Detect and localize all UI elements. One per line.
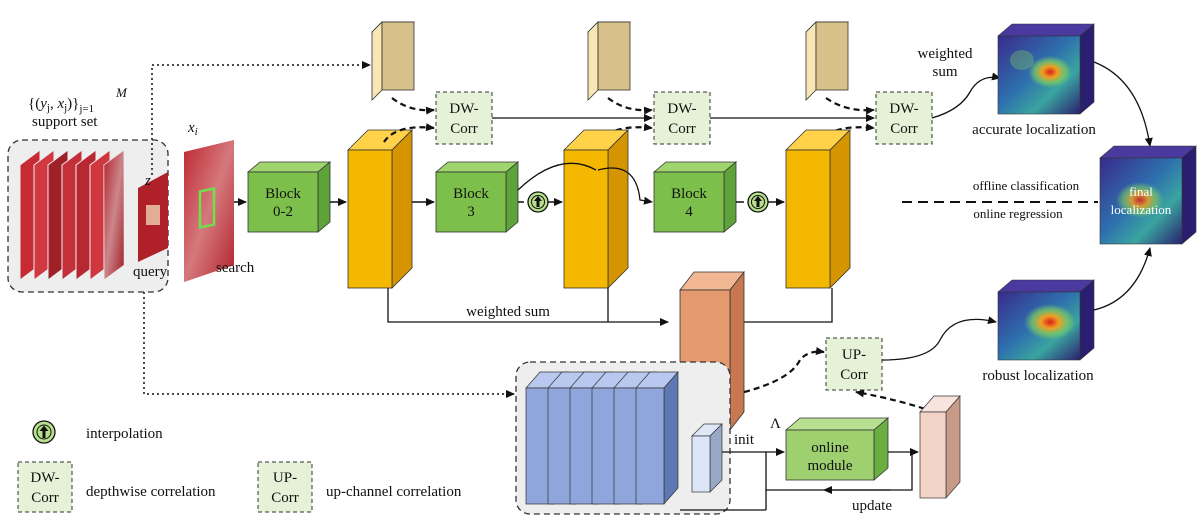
accurate-localization-label: accurate localization	[972, 122, 1096, 138]
dw-corr-2: DW- Corr	[653, 91, 711, 145]
support-set-label: support set	[32, 114, 98, 130]
block-4: Block 4	[652, 161, 738, 233]
legend-dw-corr: DW- Corr	[17, 461, 73, 513]
svg-text:Block: Block	[453, 186, 489, 202]
legend-interpolation-label: interpolation	[86, 426, 163, 442]
final-localization-map	[1099, 145, 1197, 245]
svg-text:Corr: Corr	[450, 121, 478, 137]
update-label: update	[852, 498, 892, 514]
svg-text:Block: Block	[265, 186, 301, 202]
search-image	[184, 140, 234, 282]
support-formula-upper: M	[115, 85, 128, 100]
block-3: Block 3	[434, 161, 520, 233]
interpolation-icon-1	[527, 191, 549, 213]
svg-text:UP-: UP-	[842, 347, 866, 363]
up-corr: UP- Corr	[825, 337, 883, 391]
query-label: query	[133, 264, 168, 280]
blue-feature-layers	[525, 371, 679, 505]
accurate-localization-map	[997, 23, 1095, 115]
svg-text:Block: Block	[671, 186, 707, 202]
legend-up-desc: up-channel correlation	[326, 484, 462, 500]
dw-corr-3: DW- Corr	[875, 91, 933, 145]
online-input-feature	[691, 423, 723, 493]
support-set-group: z query	[7, 139, 169, 293]
legend: interpolation DW- Corr depthwise correla…	[17, 420, 462, 513]
robust-localization-label: robust localization	[982, 368, 1094, 384]
online-module: online module	[784, 417, 890, 481]
svg-text:Corr: Corr	[31, 490, 59, 506]
init-label: init	[734, 432, 755, 448]
block-0-2: Block 0-2	[246, 161, 332, 233]
interpolation-icon-2	[747, 191, 769, 213]
lambda-label: Λ	[770, 416, 781, 432]
svg-text:0-2: 0-2	[273, 204, 293, 220]
final-localization-label-1: final	[1129, 184, 1153, 199]
weighted-sum-top-label-1: weighted	[918, 46, 973, 62]
feature-map-1	[347, 129, 413, 289]
offline-classification-label: offline classification	[973, 178, 1080, 193]
legend-interpolation-icon	[32, 420, 56, 444]
svg-text:DW-: DW-	[889, 101, 918, 117]
svg-text:Corr: Corr	[890, 121, 918, 137]
query-symbol: z	[144, 173, 151, 189]
svg-text:UP-: UP-	[273, 470, 297, 486]
legend-up-corr: UP- Corr	[257, 461, 313, 513]
svg-text:DW-: DW-	[449, 101, 478, 117]
support-formula: {(yj, xj)}j=1	[28, 96, 94, 115]
query-image	[138, 172, 168, 262]
feature-map-3	[785, 129, 851, 289]
svg-text:Corr: Corr	[668, 121, 696, 137]
support-image-stack	[19, 149, 125, 281]
robust-localization-map	[997, 279, 1095, 361]
svg-text:Corr: Corr	[271, 490, 299, 506]
online-regression-label: online regression	[973, 206, 1063, 221]
legend-dw-desc: depthwise correlation	[86, 484, 216, 500]
svg-text:3: 3	[467, 204, 475, 220]
final-localization-label-2: localization	[1111, 202, 1172, 217]
template-feature-3	[805, 21, 849, 101]
svg-text:module: module	[808, 458, 853, 474]
svg-text:DW-: DW-	[667, 101, 696, 117]
weighted-sum-top-label-2: sum	[932, 64, 957, 80]
svg-text:DW-: DW-	[30, 470, 59, 486]
template-feature-2	[587, 21, 631, 101]
online-output-feature	[919, 395, 961, 499]
svg-text:Corr: Corr	[840, 367, 868, 383]
search-label: search	[216, 260, 255, 276]
dw-corr-1: DW- Corr	[435, 91, 493, 145]
svg-text:online: online	[811, 440, 849, 456]
svg-text:4: 4	[685, 204, 693, 220]
template-feature-1	[371, 21, 415, 101]
feature-map-2	[563, 129, 629, 289]
weighted-sum-mid-label: weighted sum	[466, 304, 550, 320]
search-symbol: xi	[187, 120, 198, 138]
